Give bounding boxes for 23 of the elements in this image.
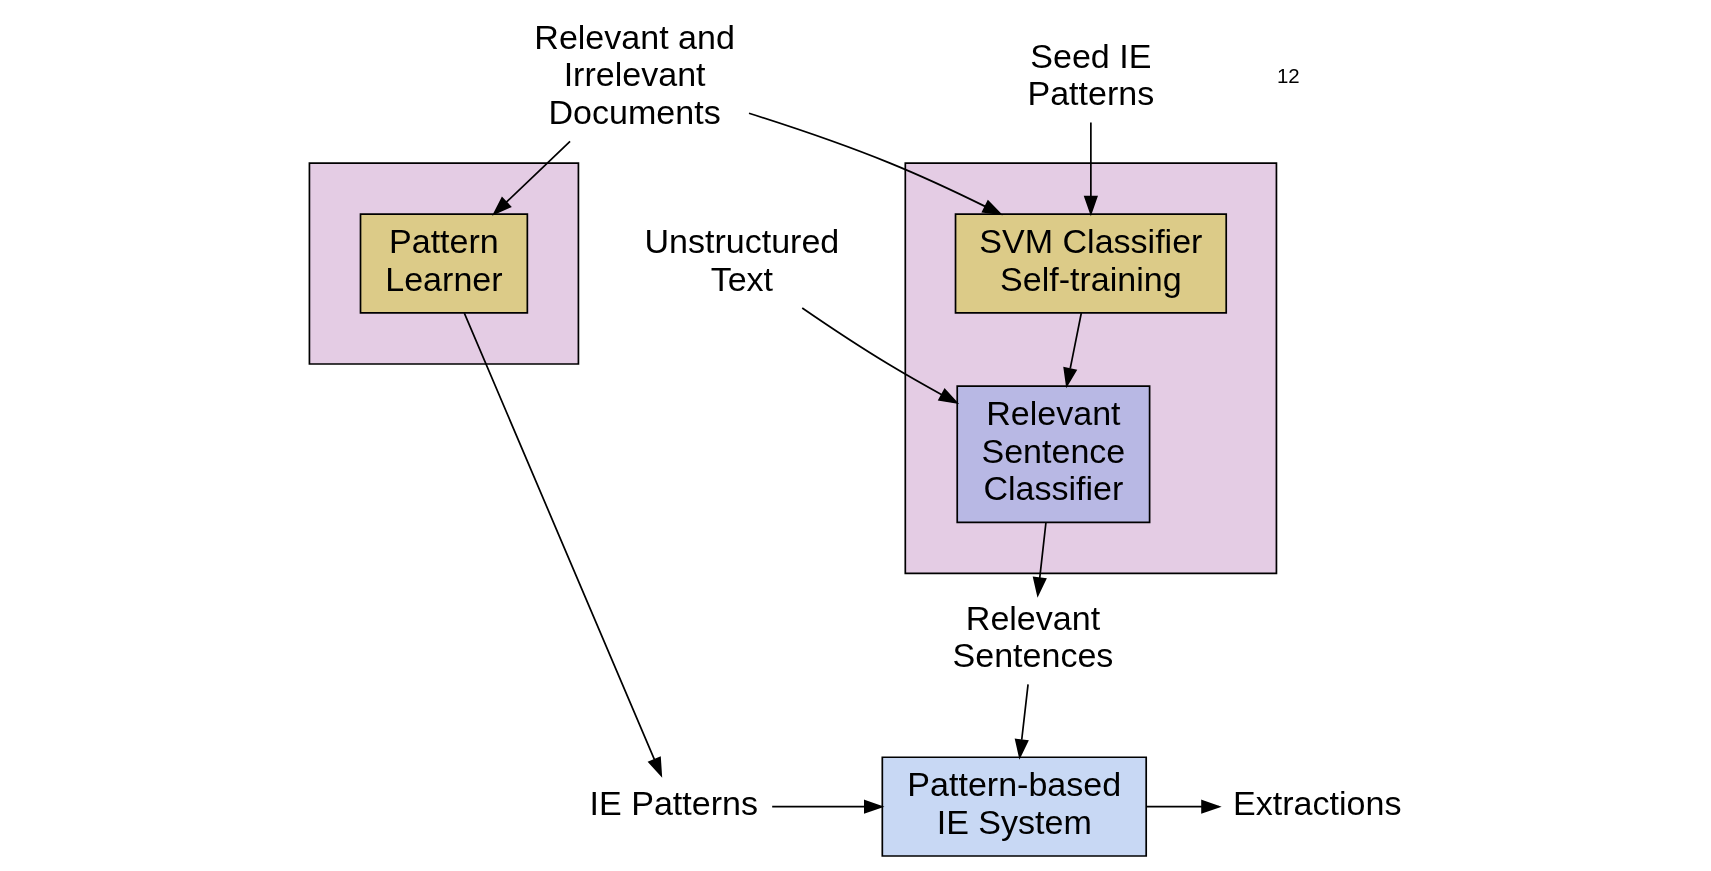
arrow — [801, 307, 960, 405]
node-box: Pattern-based IE System — [881, 756, 1148, 857]
label: 12 — [1277, 65, 1300, 88]
arrow — [748, 112, 1003, 216]
node-box: SVM Classifier Self-training — [954, 213, 1228, 314]
node-text: Unstructured Text — [644, 222, 840, 298]
node-box: Pattern Learner — [359, 213, 529, 314]
node-text: Extractions — [1233, 784, 1402, 823]
node-text: Seed IE Patterns — [1027, 36, 1155, 113]
arrow — [1145, 799, 1222, 814]
arrow — [492, 140, 571, 216]
node-box: Relevant Sentence Classifier — [956, 385, 1151, 524]
node-text: Relevant Sentences — [952, 598, 1114, 675]
node-text: Relevant and Irrelevant Documents — [534, 18, 735, 131]
arrow — [1014, 683, 1029, 760]
cluster — [904, 162, 1278, 575]
arrow — [1063, 312, 1083, 389]
arrow — [1032, 521, 1047, 598]
node-text: IE Patterns — [589, 784, 758, 823]
arrow — [771, 799, 885, 814]
arrow — [463, 312, 663, 778]
arrow — [1083, 121, 1099, 217]
cluster — [308, 162, 580, 365]
